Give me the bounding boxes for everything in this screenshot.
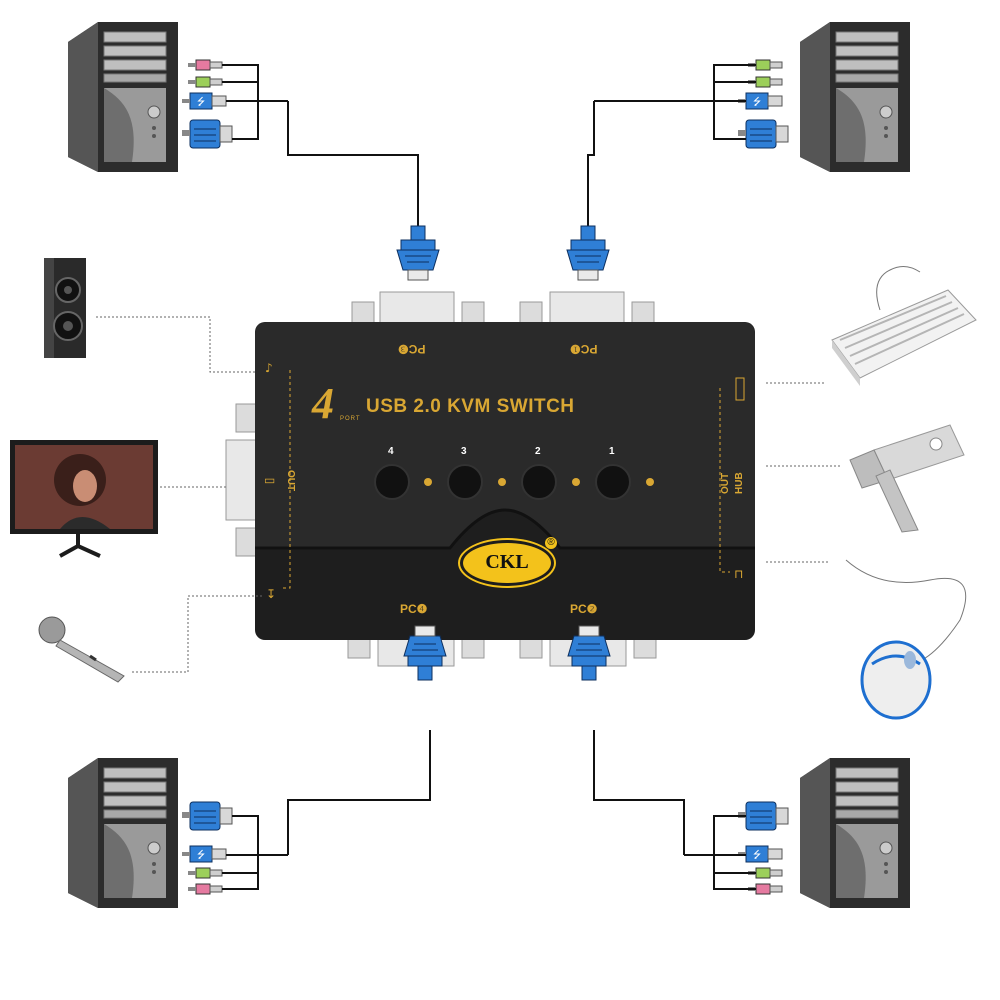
speaker-port-icon: ♪ (265, 361, 273, 375)
pc1-plugs (594, 59, 789, 149)
button-4[interactable] (374, 464, 410, 500)
button-2[interactable] (521, 464, 557, 500)
monitor-port-icon: ▭ (264, 473, 275, 487)
usb-port-icon (735, 377, 745, 401)
mic-port-icon: ↧ (266, 587, 276, 601)
microphone-icon (38, 616, 125, 683)
brand-port-label: PORT (340, 416, 361, 422)
registered-mark: ® (545, 537, 557, 549)
cable-pc3 (287, 101, 419, 226)
out-label: OUT (285, 470, 296, 492)
computer-tower-icon (67, 757, 179, 909)
link-speaker (96, 316, 255, 373)
computer-tower-icon (67, 21, 179, 173)
computer-tower-icon (799, 757, 911, 909)
keyboard-icon (831, 266, 977, 386)
button-label-3: 3 (461, 446, 467, 457)
vga-connector-icon (566, 225, 610, 281)
port-label-pc3: PC❸ (398, 342, 426, 356)
cable-pc4 (287, 730, 431, 855)
speaker-icon (44, 258, 86, 358)
usb-drive-icon (849, 424, 965, 533)
port-label-pc4: PC❹ (400, 602, 428, 616)
button-3[interactable] (447, 464, 483, 500)
monitor-icon (10, 440, 158, 558)
computer-tower-icon (799, 21, 911, 173)
cable-pc2 (593, 730, 685, 855)
cable-pc1 (587, 101, 595, 226)
button-label-4: 4 (388, 446, 394, 457)
pc4-plugs (181, 801, 288, 895)
ckl-logo: CKL ® (460, 537, 557, 586)
port-label-pc2: PC❷ (570, 602, 598, 616)
mouse-icon (845, 559, 967, 720)
button-label-2: 2 (535, 446, 541, 457)
mouse-port-icon: ⊓ (734, 567, 743, 581)
led-4 (424, 478, 432, 486)
hub-label: HUB (734, 472, 745, 494)
button-1[interactable] (595, 464, 631, 500)
port-label-pc1: PC❶ (570, 342, 598, 356)
led-3 (498, 478, 506, 486)
kvm-device: ♪ ▭ ↧ ⊓ (225, 291, 755, 667)
brand-number: 4 (312, 379, 334, 428)
led-1 (646, 478, 654, 486)
led-2 (572, 478, 580, 486)
pc3-plugs (181, 59, 288, 149)
button-label-1: 1 (609, 446, 615, 457)
logo-text: CKL (485, 551, 529, 573)
device-title: USB 2.0 KVM SWITCH (366, 396, 575, 417)
vga-connector-icon (396, 225, 440, 281)
link-microphone (132, 595, 262, 673)
hub-out-label: OUT (720, 472, 731, 494)
port-monitor-out (225, 403, 259, 557)
pc2-plugs (684, 801, 789, 895)
